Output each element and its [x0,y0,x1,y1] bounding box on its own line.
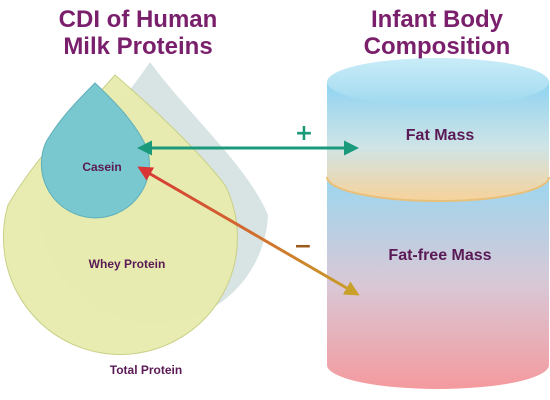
right-title-line1: Infant Body [371,6,504,33]
body-composition-cylinder [326,58,550,389]
right-title-line2: Composition [364,33,511,60]
negative-relation-arrow [137,166,360,296]
fat-mass-segment [327,82,549,201]
whey-protein-label: Whey Protein [89,257,166,271]
total-protein-label: Total Protein [110,363,182,377]
casein-label: Casein [82,160,121,174]
left-title-line1: CDI of Human [59,6,218,33]
fat-free-mass-label: Fat-free Mass [388,247,491,264]
casein-drop [40,82,150,219]
cylinder-top [327,58,549,106]
left-title-line2: Milk Proteins [63,33,212,60]
fat-free-mass-segment [327,180,549,389]
positive-sign: + [295,121,313,146]
fat-mass-label: Fat Mass [406,127,475,144]
negative-sign: − [294,234,312,259]
